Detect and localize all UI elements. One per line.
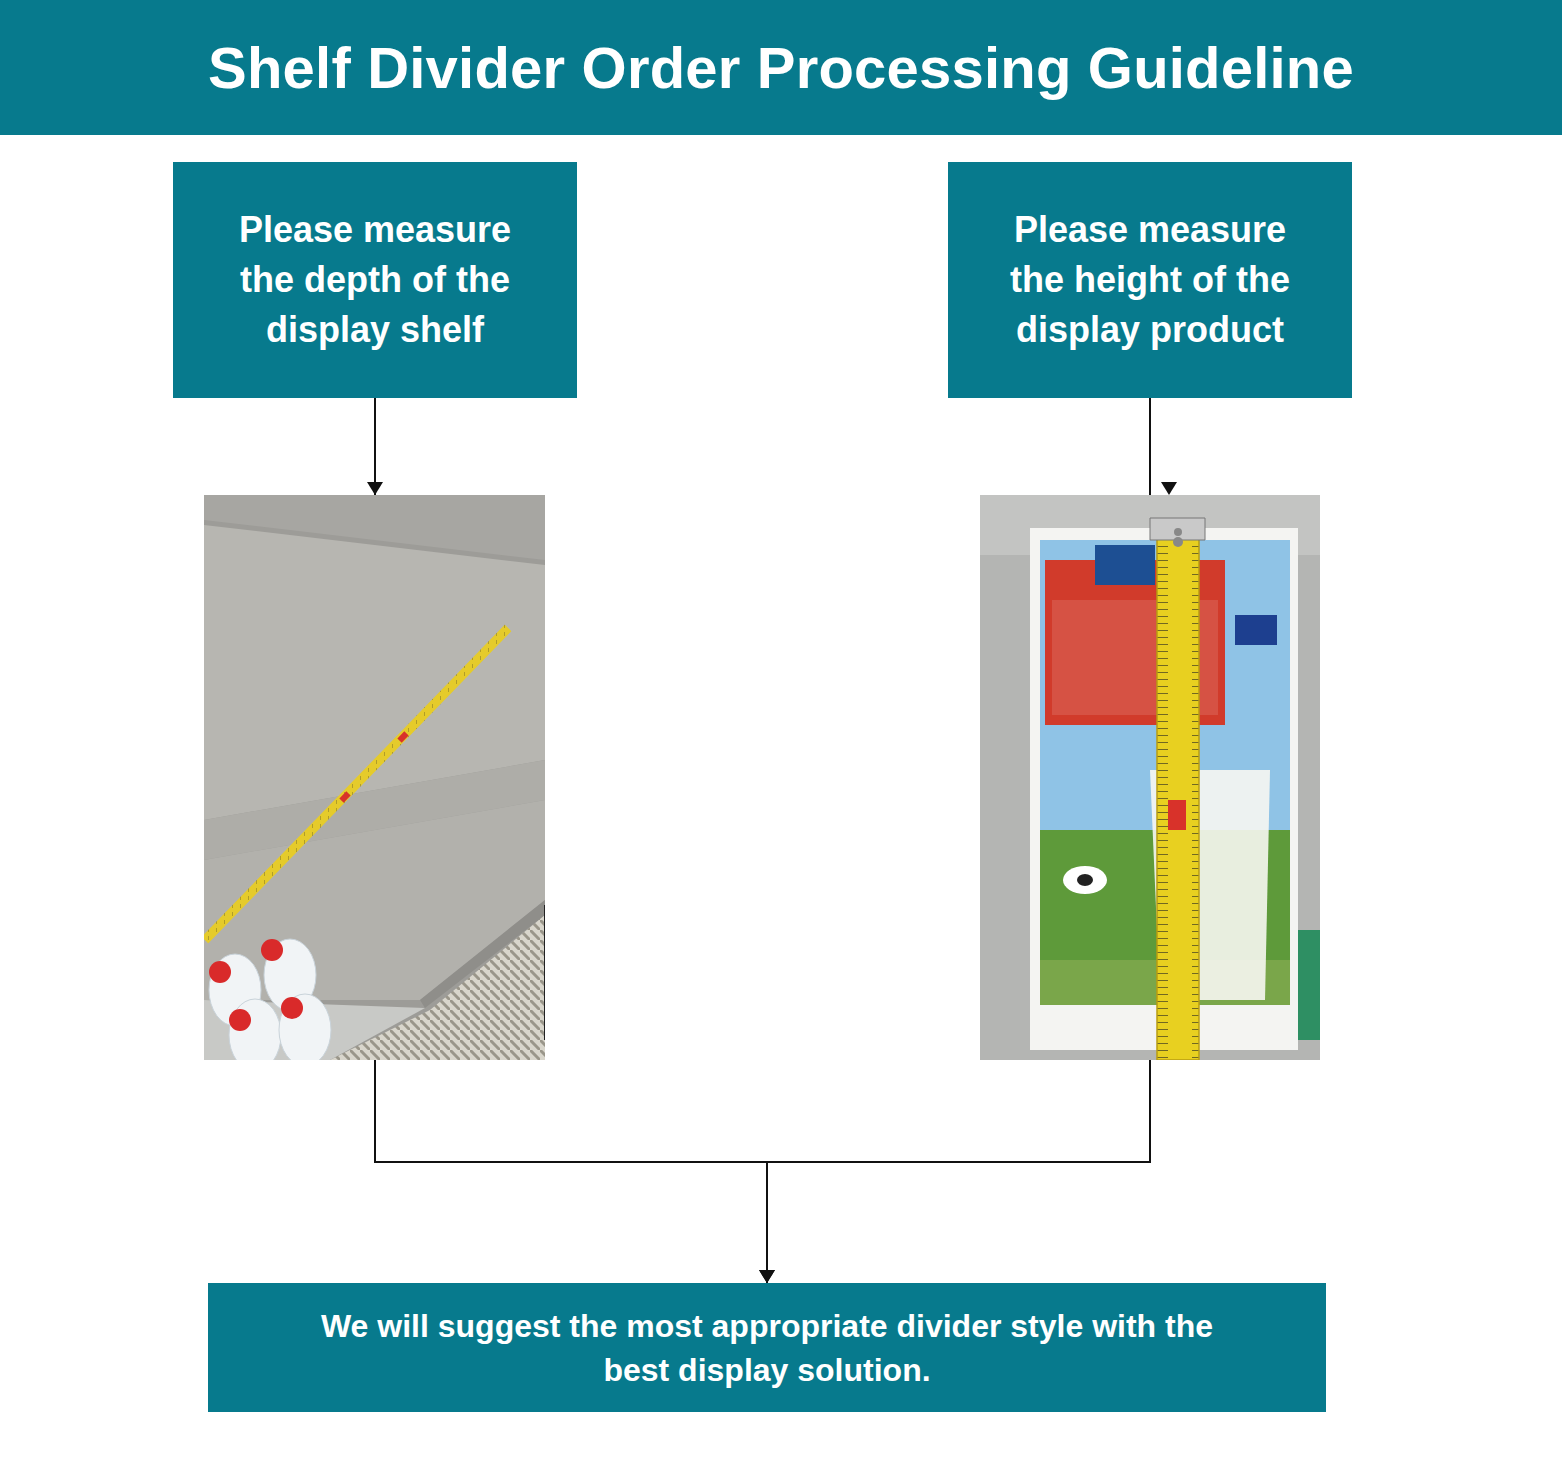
process-box: Please measure the depth of the display … [173, 162, 577, 398]
arrow-head [1161, 482, 1177, 495]
box-text: Please measure the height of the display… [988, 205, 1312, 355]
box-text: We will suggest the most appropriate div… [298, 1304, 1236, 1392]
title-text: Shelf Divider Order Processing Guideline [208, 34, 1354, 101]
process-box: We will suggest the most appropriate div… [208, 1283, 1326, 1412]
process-box: Please measure the height of the display… [948, 162, 1352, 398]
title-band: Shelf Divider Order Processing Guideline [0, 0, 1562, 135]
arrow-head [367, 482, 383, 495]
box-text: Please measure the depth of the display … [213, 205, 537, 355]
shelf-photo [204, 495, 545, 1060]
carton-photo [980, 495, 1320, 1060]
